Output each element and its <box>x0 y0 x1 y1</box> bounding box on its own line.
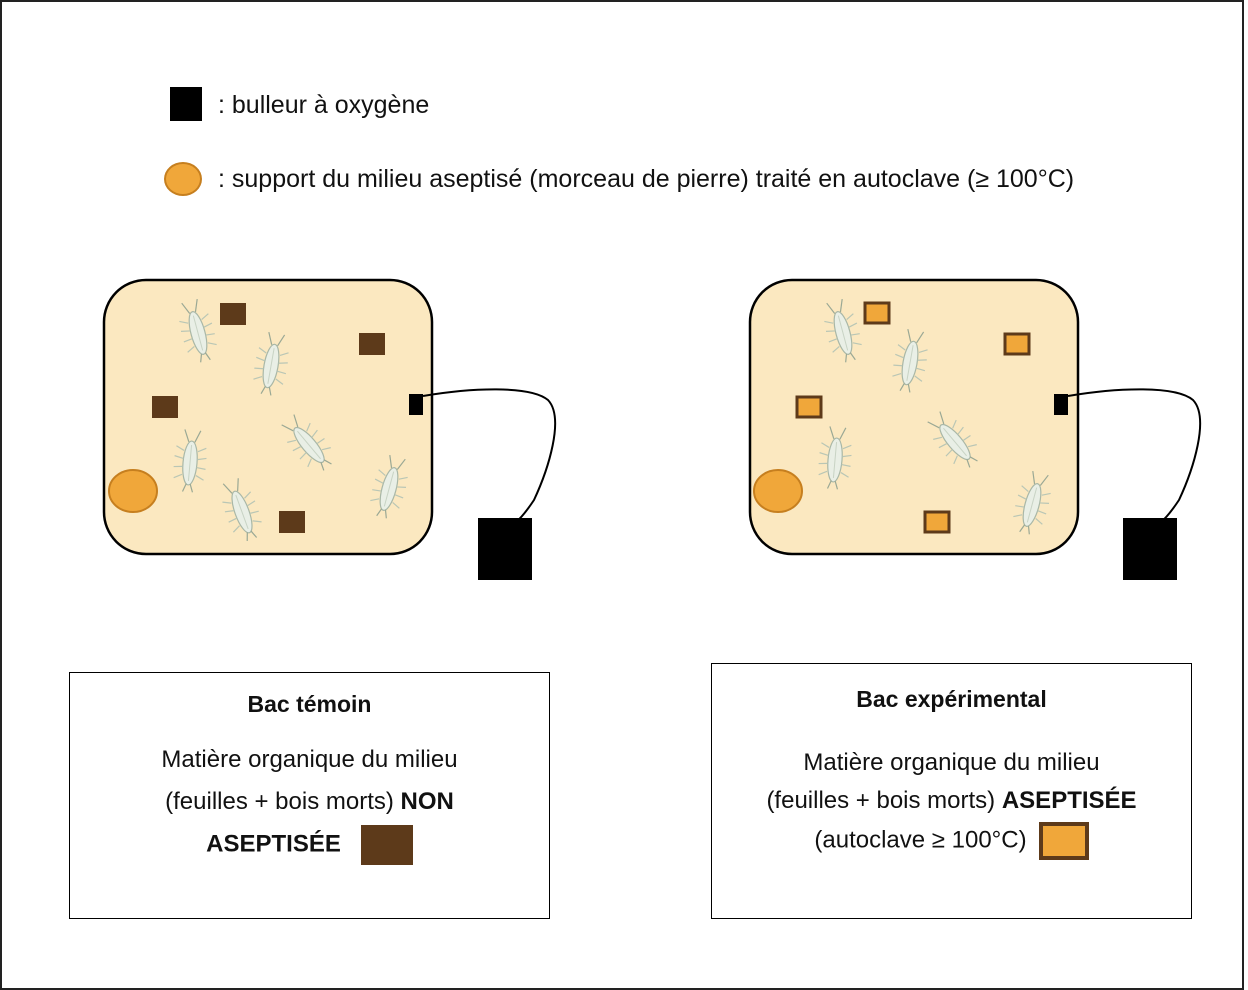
experimental-tank-body <box>748 278 1080 556</box>
legend-support-label: : support du milieu aseptisé (morceau de… <box>218 165 1075 193</box>
non-aseptic-swatch-icon <box>360 825 413 865</box>
non-aseptic-matter-icon <box>279 511 305 533</box>
experimental-line2: (feuilles + bois morts) ASEPTISÉE <box>766 787 1137 814</box>
stone-support-icon <box>108 469 158 513</box>
aseptic-swatch-icon <box>1038 822 1089 860</box>
experimental-tank <box>748 278 1202 580</box>
stone-support-icon <box>753 469 803 513</box>
non-aseptic-matter-icon <box>220 303 246 325</box>
control-line2: (feuilles + bois morts) NON <box>165 788 454 815</box>
experimental-line3: (autoclave ≥ 100°C) <box>712 822 1191 860</box>
control-line3: ASEPTISÉE <box>70 825 549 865</box>
aseptic-matter-icon <box>863 301 891 325</box>
non-aseptic-matter-icon <box>359 333 385 355</box>
aseptic-matter-icon <box>923 510 951 534</box>
bubbler-outlet-icon <box>1054 394 1068 415</box>
experimental-tank-title: Bac expérimental <box>856 686 1047 712</box>
stone-support-legend-icon <box>164 162 202 196</box>
control-tank-title: Bac témoin <box>247 691 372 717</box>
control-line1: Matière organique du milieu <box>161 746 458 773</box>
oxygen-bubbler-icon <box>478 518 532 580</box>
control-tank <box>102 278 557 580</box>
air-tube <box>422 388 557 523</box>
oxygen-bubbler-legend-icon <box>170 87 202 121</box>
experimental-tank-caption: Bac expérimental Matière organique du mi… <box>711 663 1192 919</box>
control-tank-caption: Bac témoin Matière organique du milieu (… <box>69 672 550 919</box>
oxygen-bubbler-icon <box>1123 518 1177 580</box>
legend-oxygen-label: : bulleur à oxygène <box>218 91 430 119</box>
experimental-line1: Matière organique du milieu <box>803 749 1100 776</box>
air-tube <box>1067 388 1202 523</box>
aseptic-matter-icon <box>795 395 823 419</box>
bubbler-outlet-icon <box>409 394 423 415</box>
non-aseptic-matter-icon <box>152 396 178 418</box>
aseptic-matter-icon <box>1003 332 1031 356</box>
